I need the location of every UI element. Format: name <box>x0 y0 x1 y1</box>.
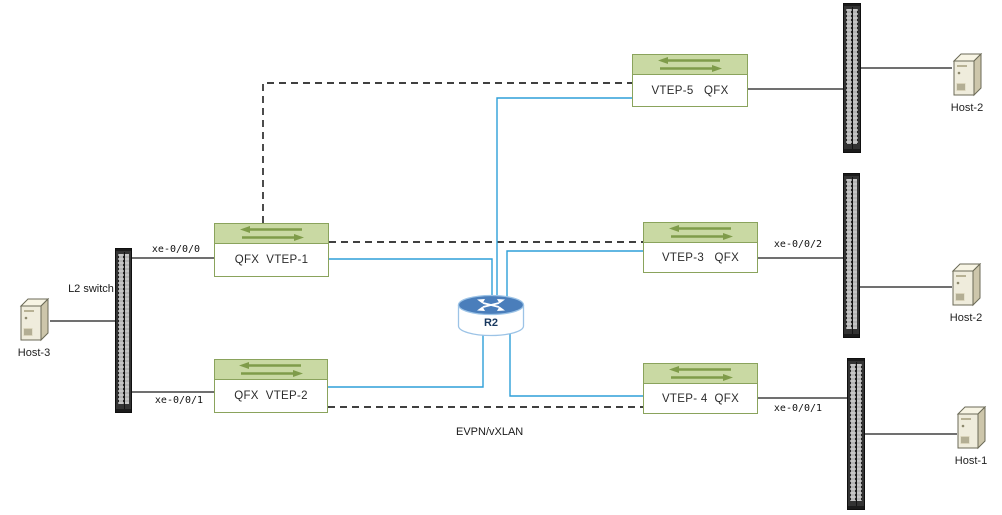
server-tower-icon <box>19 298 50 342</box>
bidirectional-arrows-icon <box>644 223 757 243</box>
blue-link-r2-vtep3 <box>506 250 643 305</box>
node-vtep2: QFX VTEP-2 <box>214 359 328 413</box>
vtep2-label: QFX VTEP-2 <box>234 390 308 402</box>
switch-mid-right-icon <box>843 173 860 338</box>
blue-link-vtep5-r2 <box>496 97 632 305</box>
node-vtep3: VTEP-3 QFX <box>643 222 758 273</box>
switch-top-right-icon <box>843 3 861 153</box>
interface-label-vtep3: xe-0/0/2 <box>773 239 823 250</box>
l2-switch-icon <box>115 248 132 413</box>
node-host2-top: Host-2 <box>939 53 995 114</box>
bidirectional-arrows-icon <box>644 364 757 384</box>
vtep5-label: VTEP-5 QFX <box>651 84 729 97</box>
blue-link-r2-vtep2 <box>328 330 484 388</box>
host3-label: Host-3 <box>17 347 51 359</box>
node-host2-mid: Host-2 <box>938 263 994 324</box>
vtep1-label: QFX VTEP-1 <box>234 254 309 266</box>
switch-bottom-right-icon <box>847 358 865 510</box>
node-host3: Host-3 <box>6 298 62 359</box>
router-label: R2 <box>483 317 499 329</box>
bidirectional-arrows-icon <box>215 224 328 244</box>
vtep4-label: VTEP- 4 QFX <box>661 392 740 405</box>
interface-label-vtep1: xe-0/0/0 <box>151 244 201 255</box>
node-host1: Host-1 <box>943 406 999 467</box>
node-vtep1: QFX VTEP-1 <box>214 223 329 277</box>
interface-label-vtep4: xe-0/0/1 <box>773 403 823 414</box>
host1-label: Host-1 <box>954 455 988 467</box>
node-vtep4: VTEP- 4 QFX <box>643 363 758 414</box>
evpn-vxlan-caption: EVPN/vXLAN <box>456 426 524 438</box>
host2-mid-label: Host-2 <box>949 312 983 324</box>
blue-link-vtep1-r2 <box>329 258 493 305</box>
interface-label-vtep2: xe-0/0/1 <box>154 395 204 406</box>
host2-top-label: Host-2 <box>950 102 984 114</box>
blue-link-r2-vtep4 <box>509 330 643 397</box>
bidirectional-arrows-icon <box>215 360 327 380</box>
l2-switch-label: L2 switch <box>68 283 114 295</box>
server-tower-icon <box>952 53 983 97</box>
router-icon <box>457 294 525 337</box>
server-tower-icon <box>951 263 982 307</box>
node-router-r2: R2 <box>456 294 526 340</box>
server-tower-icon <box>956 406 987 450</box>
dashed-link-vtep1-vtep5 <box>262 82 632 223</box>
node-vtep5: VTEP-5 QFX <box>632 54 748 107</box>
bidirectional-arrows-icon <box>633 55 747 75</box>
vtep3-label: VTEP-3 QFX <box>661 251 740 264</box>
